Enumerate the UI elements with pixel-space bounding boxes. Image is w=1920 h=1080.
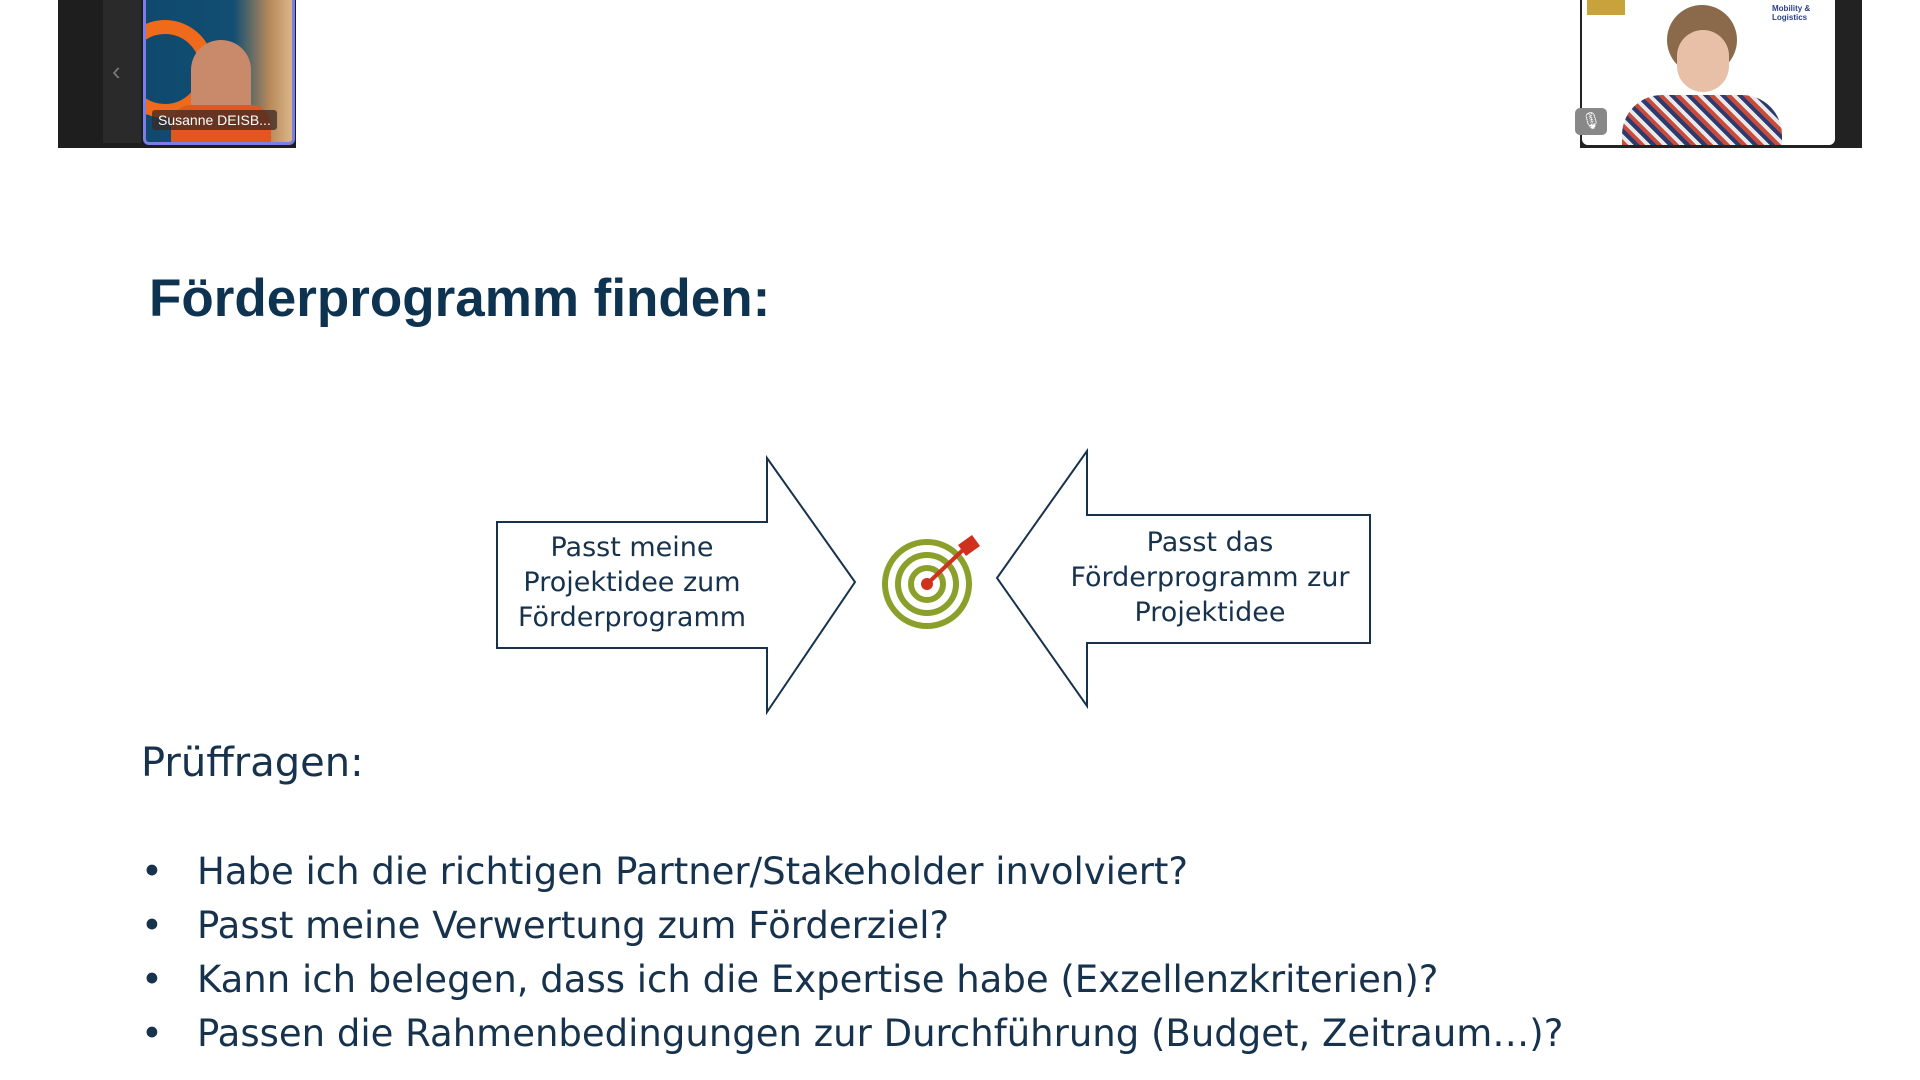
prev-participants-button[interactable] xyxy=(103,0,141,143)
list-item: • Habe ich die richtigen Partner/Stakehol… xyxy=(141,845,1563,899)
list-item: • Kann ich belegen, dass ich die Expertis… xyxy=(141,953,1563,1007)
arrow-right-shape xyxy=(496,454,857,716)
participant-face xyxy=(1677,30,1729,92)
question-list: • Habe ich die richtigen Partner/Stakehol… xyxy=(141,845,1563,1061)
question-text: Passt meine Verwertung zum Förderziel? xyxy=(197,904,950,947)
list-item: • Passen die Rahmenbedingungen zur Durchf… xyxy=(141,1007,1563,1061)
question-text: Habe ich die richtigen Partner/Stakehold… xyxy=(197,850,1189,893)
background-logo: Mobility & Logistics xyxy=(1772,4,1811,22)
bullet: • xyxy=(141,850,163,893)
participant-tile-susanne[interactable]: Susanne DEISB... xyxy=(143,0,295,145)
arrow-left-label: Passt meine Projektidee zum Förderprogra… xyxy=(517,532,747,633)
bullet: • xyxy=(141,1012,163,1055)
list-item: • Passt meine Verwertung zum Förderziel? xyxy=(141,899,1563,953)
chevron-left-icon[interactable]: ‹ xyxy=(112,56,121,86)
bullet: • xyxy=(141,904,163,947)
slide-title: Förderprogramm finden: xyxy=(149,269,771,328)
question-text: Kann ich belegen, dass ich die Expertise… xyxy=(197,958,1439,1001)
question-text: Passen die Rahmenbedingungen zur Durchfü… xyxy=(197,1012,1564,1055)
arrow-right-label: Passt das Förderprogramm zur Projektidee xyxy=(1070,527,1350,628)
mic-off-icon[interactable]: 🎙 xyxy=(1575,108,1607,135)
section-heading: Prüffragen: xyxy=(141,740,364,786)
background-badge xyxy=(1587,0,1625,15)
target-icon xyxy=(882,535,980,629)
participant-name: Susanne DEISB... xyxy=(152,110,277,130)
participant-tile-speaker[interactable]: Mobility & Logistics xyxy=(1582,0,1835,145)
bullet: • xyxy=(141,958,163,1001)
arrow-left-shape xyxy=(995,447,1371,710)
participant-video-body xyxy=(1622,95,1782,145)
